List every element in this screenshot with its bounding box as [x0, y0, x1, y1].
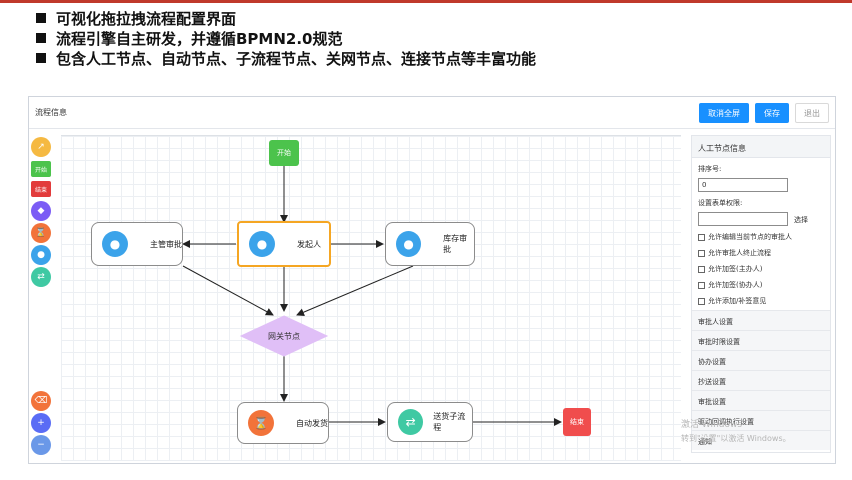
bullet-text: 流程引擎自主研发，并遵循BPMN2.0规范: [56, 29, 343, 48]
section-callback[interactable]: 驱动回调执行设置: [692, 410, 830, 430]
node-label: 主管审批: [150, 239, 182, 249]
checkbox-icon: [698, 233, 705, 241]
section-approver-settings[interactable]: 审批人设置: [692, 310, 830, 330]
bullet-text: 可视化拖拉拽流程配置界面: [56, 9, 237, 28]
subprocess-icon: ⇄: [398, 409, 424, 435]
panel-title: 人工节点信息: [692, 136, 830, 158]
gateway-diamond-icon: [239, 315, 329, 357]
window-header: 流程信息 取消全屏 保存 退出: [29, 97, 835, 129]
warehouse-approval-node[interactable]: ● 库存审批: [385, 222, 475, 266]
bullet-item: 可视化拖拉拽流程配置界面: [36, 8, 536, 28]
gateway-node[interactable]: 网关节点: [239, 314, 329, 358]
checkbox-edit-approver[interactable]: 允许编辑当前节点的审批人: [698, 232, 792, 242]
exit-button[interactable]: 退出: [795, 103, 829, 123]
top-rule: [0, 0, 852, 3]
eraser-icon[interactable]: ⌫: [31, 391, 51, 411]
window-title: 流程信息: [35, 108, 67, 117]
node-label: 网关节点: [268, 331, 300, 341]
zoom-in-icon[interactable]: +: [31, 413, 51, 433]
checkbox-label: 允许添加/补签意见: [708, 297, 767, 305]
subprocess-node[interactable]: ⇄ 送货子流程: [387, 402, 473, 442]
section-cc[interactable]: 抄送设置: [692, 370, 830, 390]
section-co-handle[interactable]: 协办设置: [692, 350, 830, 370]
save-button[interactable]: 保存: [755, 103, 789, 123]
hourglass-icon: ⌛: [248, 410, 274, 436]
bullet-item: 包含人工节点、自动节点、子流程节点、关网节点、连接节点等丰富功能: [36, 48, 536, 68]
square-bullet-icon: [36, 33, 46, 43]
checkbox-icon: [698, 281, 705, 289]
auto-ship-node[interactable]: ⌛ 自动发货: [237, 402, 329, 444]
subprocess-icon[interactable]: ⇄: [31, 267, 51, 287]
node-label: 自动发货: [296, 418, 328, 428]
node-label: 发起人: [297, 239, 321, 249]
checkbox-icon: [698, 249, 705, 257]
form-permission-input[interactable]: [698, 212, 788, 226]
choose-link[interactable]: 选择: [794, 216, 808, 224]
node-label: 送货子流程: [433, 412, 466, 432]
workflow-editor-window: 流程信息 取消全屏 保存 退出 ↗ 开始 结束 ◆ ⌛ ● ⇄ ⌫ + −: [28, 96, 836, 464]
checkbox-add-opinion[interactable]: 允许添加/补签意见: [698, 296, 766, 306]
palette-start-node[interactable]: 开始: [31, 161, 51, 177]
checkbox-icon: [698, 265, 705, 273]
edge-warehouse-gateway: [296, 265, 414, 316]
checkbox-terminate[interactable]: 允许审批人终止流程: [698, 248, 771, 258]
bullet-item: 流程引擎自主研发，并遵循BPMN2.0规范: [36, 28, 536, 48]
user-icon: ●: [102, 231, 128, 257]
sort-label: 排序号:: [698, 165, 722, 173]
feature-bullets: 可视化拖拉拽流程配置界面 流程引擎自主研发，并遵循BPMN2.0规范 包含人工节…: [36, 8, 536, 68]
palette-end-node[interactable]: 结束: [31, 181, 51, 197]
form-permission-label: 设置表单权限:: [698, 199, 743, 207]
flow-edges: [182, 166, 562, 426]
sort-input[interactable]: 0: [698, 178, 788, 192]
square-bullet-icon: [36, 13, 46, 23]
edge-supervisor-gateway: [182, 265, 274, 316]
windows-watermark-title: 激活 Windows: [681, 420, 743, 430]
end-node[interactable]: 结束: [563, 408, 591, 436]
select-arrow-icon[interactable]: ↗: [31, 137, 51, 157]
checkbox-label: 允许审批人终止流程: [708, 249, 771, 257]
square-bullet-icon: [36, 53, 46, 63]
checkbox-add-host[interactable]: 允许加签(主办人): [698, 264, 762, 274]
zoom-out-icon[interactable]: −: [31, 435, 51, 455]
user-icon: ●: [396, 231, 422, 257]
start-node[interactable]: 开始: [269, 140, 299, 166]
user-icon[interactable]: ●: [31, 245, 51, 265]
section-approval-settings[interactable]: 审批设置: [692, 390, 830, 410]
initiator-node[interactable]: ● 发起人: [237, 221, 331, 267]
hourglass-icon[interactable]: ⌛: [31, 223, 51, 243]
checkbox-icon: [698, 297, 705, 305]
cancel-fullscreen-button[interactable]: 取消全屏: [699, 103, 749, 123]
checkbox-label: 允许加签(主办人): [708, 265, 763, 273]
node-palette: ↗ 开始 结束 ◆ ⌛ ● ⇄ ⌫ + −: [31, 135, 53, 459]
flow-canvas[interactable]: 开始 ● 主管审批 ● 发起人 ● 库存审批 网关节点 ⌛ 自动发货 ⇄ 送货子…: [61, 135, 681, 461]
section-time-limit[interactable]: 审批时限设置: [692, 330, 830, 350]
supervisor-approval-node[interactable]: ● 主管审批: [91, 222, 183, 266]
user-icon: ●: [249, 231, 275, 257]
checkbox-add-co[interactable]: 允许加签(协办人): [698, 280, 762, 290]
section-notify[interactable]: 通知: [692, 430, 830, 450]
bullet-text: 包含人工节点、自动节点、子流程节点、关网节点、连接节点等丰富功能: [56, 49, 537, 68]
node-properties-panel: 人工节点信息 排序号: 0 设置表单权限: 选择 允许编辑当前节点的审批人 允许…: [691, 135, 831, 453]
gateway-diamond-icon[interactable]: ◆: [31, 201, 51, 221]
checkbox-label: 允许编辑当前节点的审批人: [708, 233, 792, 241]
checkbox-label: 允许加签(协办人): [708, 281, 763, 289]
node-label: 库存审批: [443, 234, 468, 254]
windows-watermark-subtitle: 转到"设置"以激活 Windows。: [681, 434, 791, 443]
